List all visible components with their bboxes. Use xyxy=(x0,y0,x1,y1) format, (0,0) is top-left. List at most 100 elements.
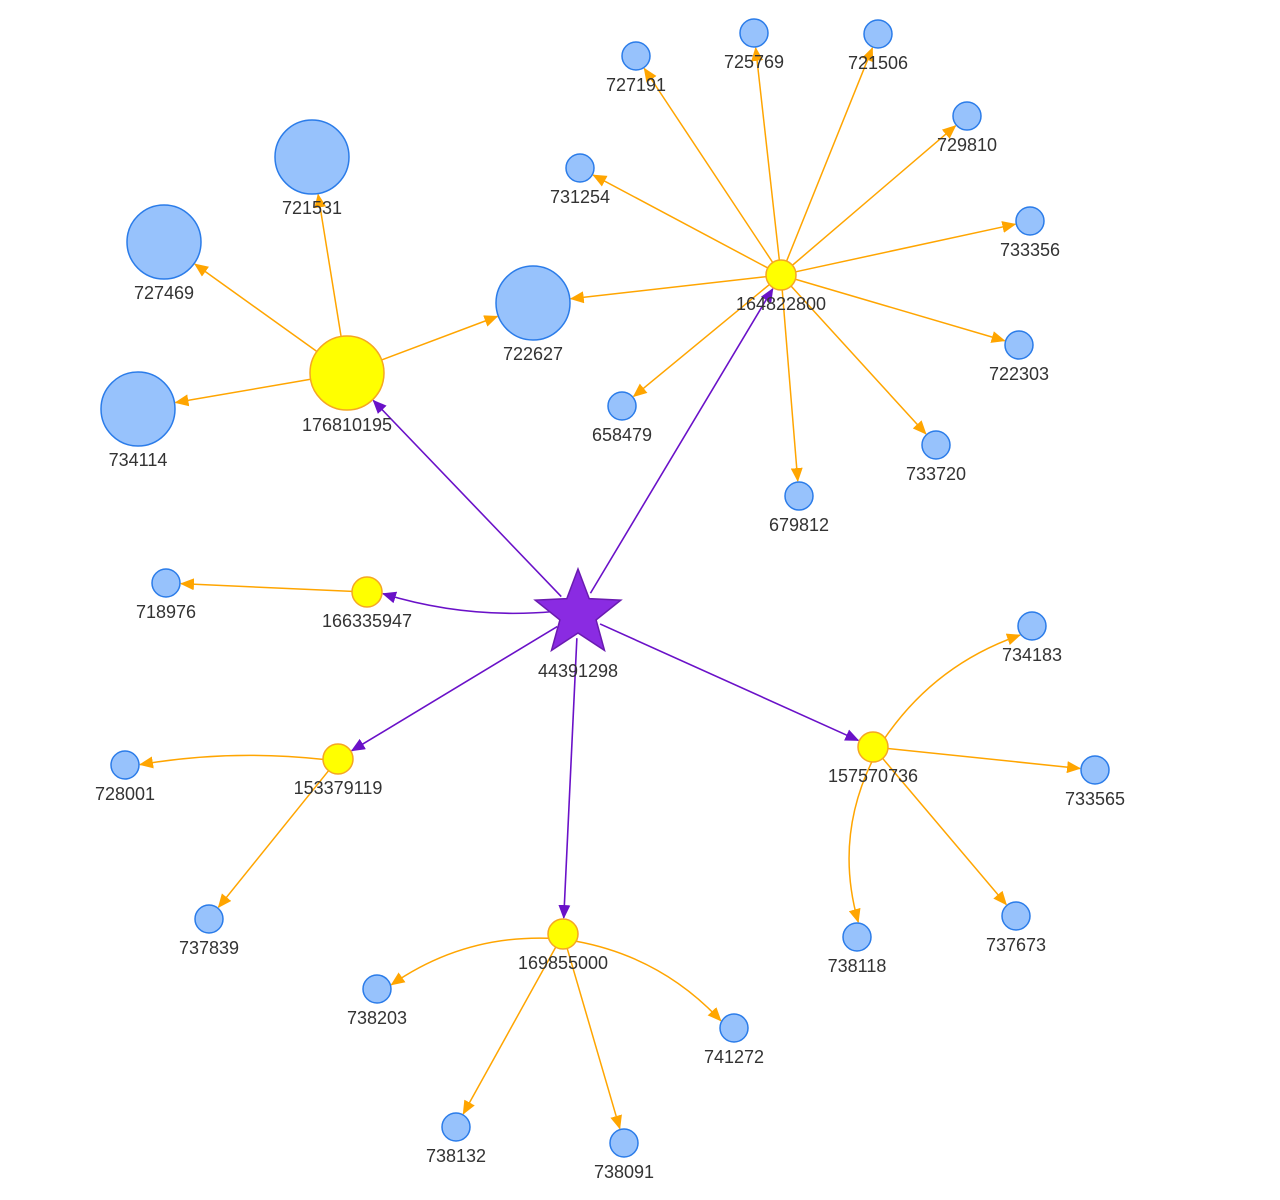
node-label-727191: 727191 xyxy=(606,75,666,95)
hub-node-166335947[interactable] xyxy=(351,576,383,608)
node-label-741272: 741272 xyxy=(704,1047,764,1067)
leaf-node-721506[interactable] xyxy=(863,19,893,49)
edge-164822800-733720 xyxy=(790,285,927,435)
edge-157570736-738118 xyxy=(848,761,873,924)
node-label-729810: 729810 xyxy=(937,135,997,155)
leaf-node-679812[interactable] xyxy=(784,481,814,511)
leaf-node-737839[interactable] xyxy=(194,904,224,934)
node-label-166335947: 166335947 xyxy=(322,611,412,631)
edge-176810195-722627 xyxy=(381,315,499,361)
leaf-node-731254[interactable] xyxy=(565,153,595,183)
edge-176810195-721531 xyxy=(314,193,342,337)
edge-176810195-727469 xyxy=(194,263,318,353)
node-label-738203: 738203 xyxy=(347,1008,407,1028)
node-label-721506: 721506 xyxy=(848,53,908,73)
edge-153379119-737839 xyxy=(217,770,330,909)
leaf-node-734183[interactable] xyxy=(1017,611,1047,641)
edge-164822800-721506 xyxy=(785,46,874,262)
node-label-721531: 721531 xyxy=(282,198,342,218)
nodes-layer xyxy=(100,18,1110,1158)
hub-node-169855000[interactable] xyxy=(547,918,579,950)
node-label-737839: 737839 xyxy=(179,938,239,958)
edge-164822800-733356 xyxy=(795,221,1017,273)
node-label-734183: 734183 xyxy=(1002,645,1062,665)
edge-44391298-176810195 xyxy=(372,399,562,598)
leaf-node-725769[interactable] xyxy=(739,18,769,48)
edge-44391298-166335947 xyxy=(381,591,555,615)
node-label-733356: 733356 xyxy=(1000,240,1060,260)
node-label-44391298: 44391298 xyxy=(538,661,618,681)
node-label-679812: 679812 xyxy=(769,515,829,535)
edge-44391298-153379119 xyxy=(350,625,558,752)
node-label-738091: 738091 xyxy=(594,1162,654,1182)
node-label-153379119: 153379119 xyxy=(294,778,383,798)
hub-node-153379119[interactable] xyxy=(322,743,354,775)
node-label-169855000: 169855000 xyxy=(518,953,608,973)
edge-169855000-738203 xyxy=(390,937,549,986)
leaf-node-737673[interactable] xyxy=(1001,901,1031,931)
node-label-176810195: 176810195 xyxy=(302,415,392,435)
edge-153379119-728001 xyxy=(139,754,324,769)
edge-164822800-722627 xyxy=(569,275,767,304)
leaf-node-733565[interactable] xyxy=(1080,755,1110,785)
leaf-node-658479[interactable] xyxy=(607,391,637,421)
edges-layer xyxy=(139,46,1082,1130)
node-label-658479: 658479 xyxy=(592,425,652,445)
leaf-node-728001[interactable] xyxy=(110,750,140,780)
leaf-node-734114[interactable] xyxy=(100,371,176,447)
hub-node-176810195[interactable] xyxy=(309,335,385,411)
leaf-node-738118[interactable] xyxy=(842,922,872,952)
edge-169855000-738091 xyxy=(566,948,622,1130)
edge-176810195-734114 xyxy=(174,378,311,407)
leaf-node-733356[interactable] xyxy=(1015,206,1045,236)
node-label-734114: 734114 xyxy=(109,450,168,470)
edge-166335947-718976 xyxy=(179,578,353,593)
leaf-node-718976[interactable] xyxy=(151,568,181,598)
leaf-node-727469[interactable] xyxy=(126,204,202,280)
node-label-737673: 737673 xyxy=(986,935,1046,955)
edge-164822800-729810 xyxy=(791,125,957,266)
edge-164822800-727191 xyxy=(643,67,774,263)
edge-44391298-157570736 xyxy=(599,623,860,742)
edge-164822800-725769 xyxy=(751,46,781,261)
edge-164822800-658479 xyxy=(632,283,770,398)
node-label-731254: 731254 xyxy=(550,187,610,207)
leaf-node-729810[interactable] xyxy=(952,101,982,131)
node-label-727469: 727469 xyxy=(134,283,194,303)
edge-157570736-737673 xyxy=(882,757,1007,906)
node-label-725769: 725769 xyxy=(724,52,784,72)
leaf-node-741272[interactable] xyxy=(719,1013,749,1043)
edge-157570736-734183 xyxy=(884,633,1022,739)
leaf-node-738091[interactable] xyxy=(609,1128,639,1158)
node-label-164822800: 164822800 xyxy=(736,294,826,314)
edge-157570736-733565 xyxy=(887,747,1082,774)
node-label-733720: 733720 xyxy=(906,464,966,484)
edge-169855000-741272 xyxy=(576,940,722,1022)
node-label-738118: 738118 xyxy=(828,956,887,976)
node-label-722303: 722303 xyxy=(989,364,1049,384)
leaf-node-727191[interactable] xyxy=(621,41,651,71)
edge-44391298-164822800 xyxy=(589,287,774,594)
hub-node-157570736[interactable] xyxy=(857,731,889,763)
edge-164822800-679812 xyxy=(781,289,803,483)
edge-44391298-169855000 xyxy=(558,638,578,920)
node-label-718976: 718976 xyxy=(136,602,196,622)
node-label-722627: 722627 xyxy=(503,344,563,364)
node-label-157570736: 157570736 xyxy=(828,766,918,786)
edge-169855000-738132 xyxy=(462,946,557,1115)
node-label-733565: 733565 xyxy=(1065,789,1125,809)
node-label-728001: 728001 xyxy=(95,784,155,804)
root-node-star[interactable] xyxy=(533,566,623,653)
leaf-node-733720[interactable] xyxy=(921,430,951,460)
labels-layer: 44391298 176810195 164822800 166335947 15337… xyxy=(95,52,1125,1182)
leaf-node-721531[interactable] xyxy=(274,119,350,195)
leaf-node-722627[interactable] xyxy=(495,265,571,341)
leaf-node-738132[interactable] xyxy=(441,1112,471,1142)
node-label-738132: 738132 xyxy=(426,1146,486,1166)
edge-164822800-731254 xyxy=(592,174,769,269)
leaf-node-738203[interactable] xyxy=(362,974,392,1004)
hub-node-164822800[interactable] xyxy=(765,259,797,291)
edge-164822800-722303 xyxy=(795,278,1006,343)
leaf-node-722303[interactable] xyxy=(1004,330,1034,360)
